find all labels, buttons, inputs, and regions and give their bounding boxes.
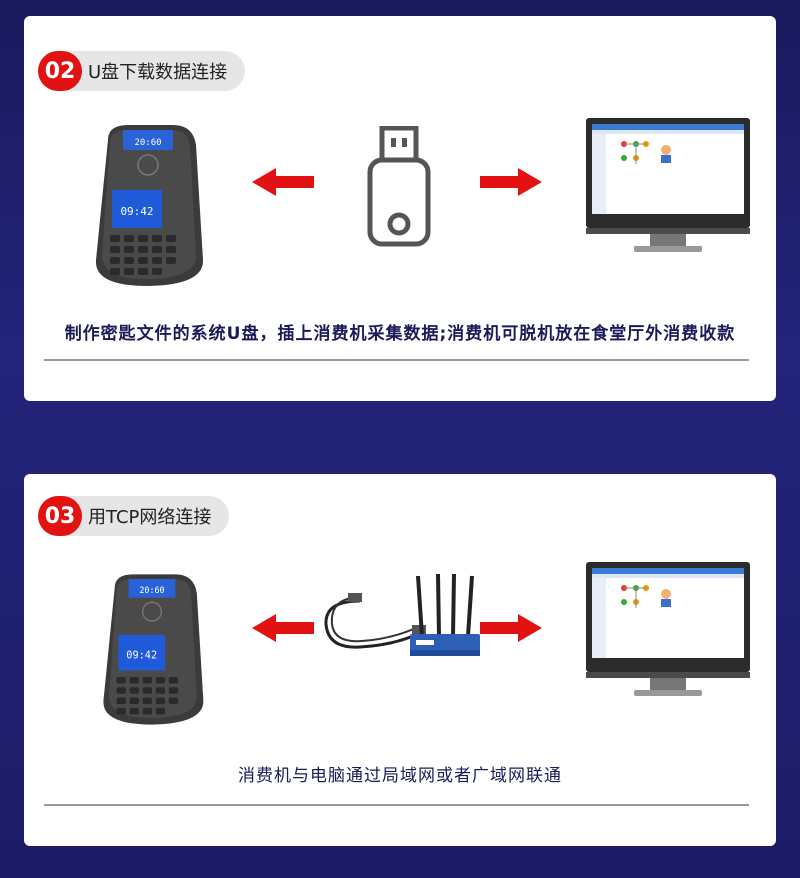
terminal-top-display: 20:60 [134, 138, 161, 148]
panel-caption: 消费机与电脑通过局域网或者广域网联通 [238, 766, 562, 786]
arrow-right-icon [480, 168, 542, 196]
usb-drive-icon [367, 126, 431, 247]
network-cable-icon [324, 593, 426, 649]
terminal-screen-time: 09:42 [126, 649, 157, 661]
usb-download-panel: 02 U盘下载数据连接 20:60 09:42 [24, 16, 776, 401]
tcp-network-panel: 03 用TCP网络连接 20:60 09:42 [24, 474, 776, 846]
step-title: 用TCP网络连接 [88, 507, 212, 528]
divider [44, 804, 749, 806]
divider [44, 359, 749, 361]
step-number: 03 [38, 496, 82, 536]
step-title: U盘下载数据连接 [88, 62, 228, 83]
step-number: 02 [38, 51, 82, 91]
consumer-terminal-image: 20:60 09:42 [103, 574, 204, 725]
terminal-top-display: 20:60 [139, 585, 164, 595]
terminal-screen-time: 09:42 [120, 205, 153, 218]
computer-monitor-image [586, 562, 750, 696]
arrow-left-icon [252, 614, 314, 642]
arrow-right-icon [480, 614, 542, 642]
step-badge: 02 U盘下载数据连接 [38, 51, 246, 91]
wifi-router-icon [410, 574, 480, 656]
consumer-terminal-image: 20:60 09:42 [95, 125, 204, 286]
step-badge: 03 用TCP网络连接 [38, 496, 230, 536]
arrow-left-icon [252, 168, 314, 196]
panel-caption: 制作密匙文件的系统U盘，插上消费机采集数据;消费机可脱机放在食堂厅外消费收款 [64, 324, 736, 344]
computer-monitor-image [586, 118, 750, 252]
